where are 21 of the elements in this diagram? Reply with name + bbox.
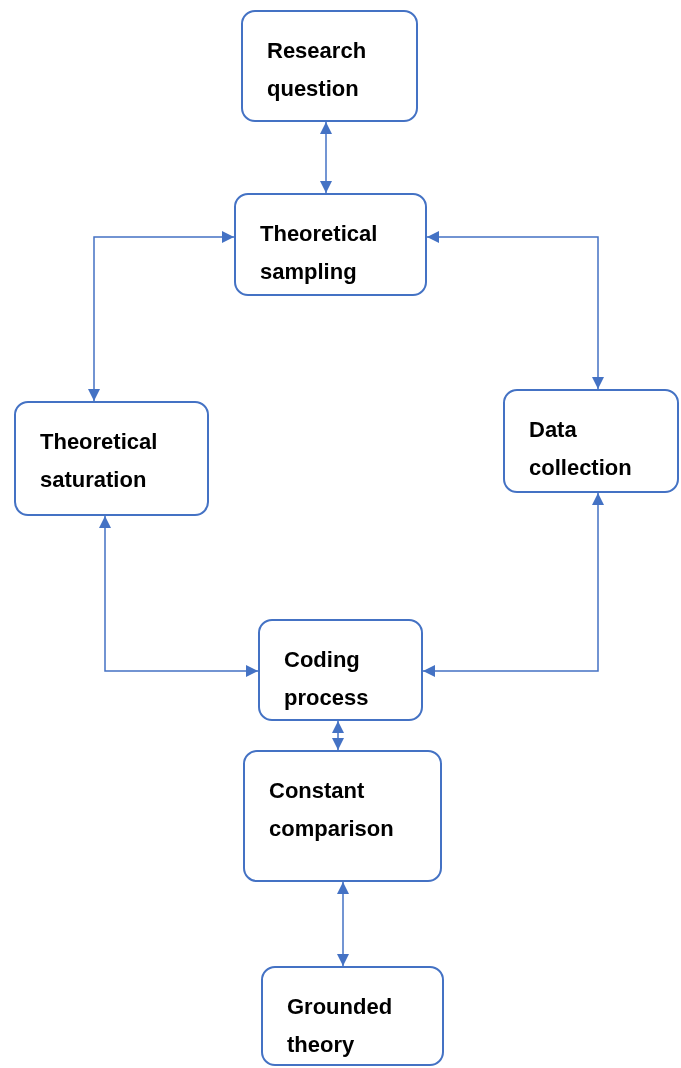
box-label: Grounded theory	[287, 993, 394, 1059]
double-arrow	[426, 231, 604, 390]
double-arrow	[337, 881, 349, 967]
box-label: Theoretical sampling	[260, 220, 379, 286]
double-arrow	[88, 231, 235, 402]
process-box	[258, 619, 423, 721]
box-label: Data collection	[529, 416, 633, 482]
box-label: Research question	[267, 37, 368, 103]
double-arrow	[320, 121, 332, 194]
box-label: Coding process	[284, 646, 370, 712]
process-box	[503, 389, 679, 493]
double-arrow	[422, 492, 604, 677]
process-box	[241, 10, 418, 122]
process-box	[14, 401, 209, 516]
double-arrow	[99, 515, 259, 677]
process-box	[243, 750, 442, 882]
double-arrow	[332, 720, 344, 751]
process-box	[261, 966, 444, 1066]
process-box	[234, 193, 427, 296]
box-label: Constant comparison	[269, 777, 395, 843]
box-label: Theoretical saturation	[40, 428, 159, 494]
